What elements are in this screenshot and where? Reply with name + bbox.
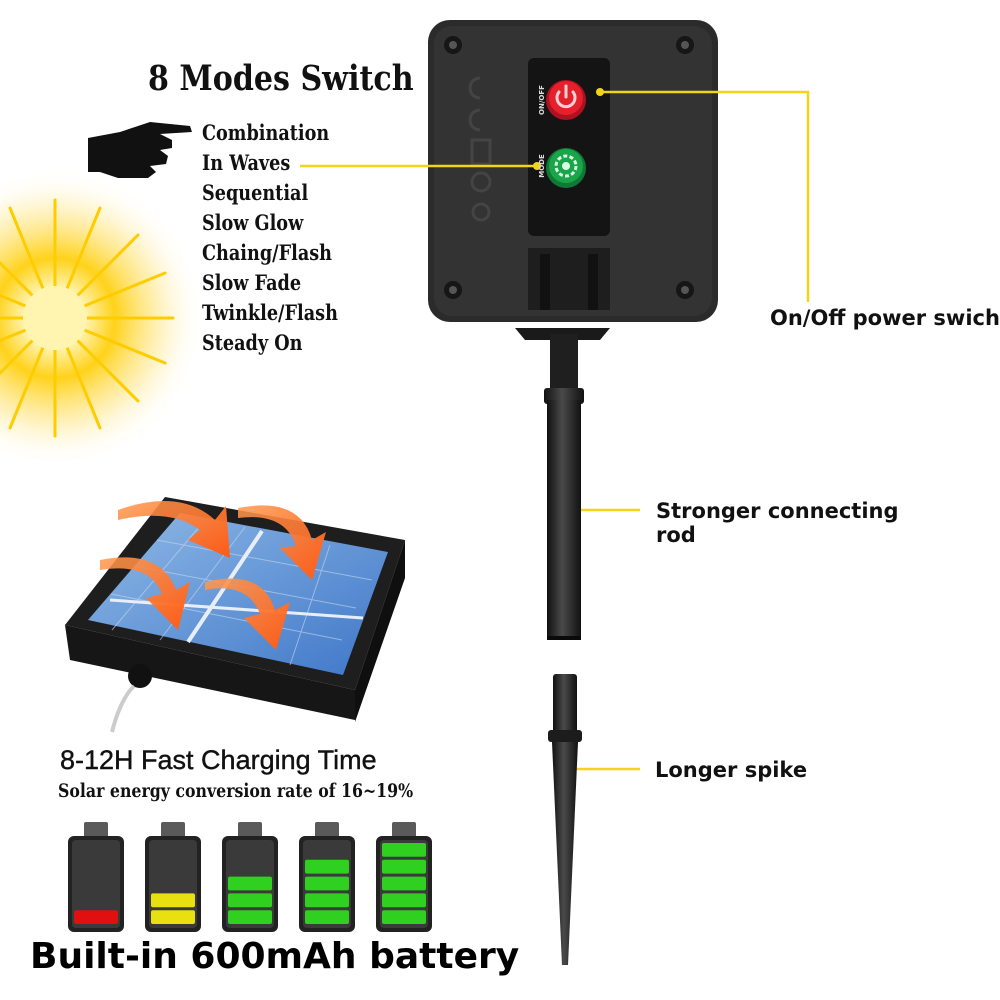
mode-item: Slow Glow [202, 210, 304, 235]
conversion-rate-text: Solar energy conversion rate of 16~19% [58, 780, 414, 802]
sunlight-arrows [100, 501, 326, 650]
solar-panel-icon [65, 497, 405, 733]
spike-callout: Longer spike [655, 758, 808, 782]
gear-icon [554, 154, 578, 178]
pointing-hand-icon [88, 122, 192, 178]
mode-item: Slow Fade [202, 270, 302, 295]
mode-item: Chaing/Flash [202, 240, 333, 265]
fcc-mark-icon [470, 138, 492, 222]
battery-icon [145, 822, 201, 932]
battery-caption: Built-in 600mAh battery [30, 936, 520, 977]
mode-item: In Waves [202, 150, 291, 175]
battery-icon [222, 822, 278, 932]
ce-mark-icon [468, 76, 481, 132]
battery-icon [376, 822, 432, 932]
leader-lines [300, 90, 810, 771]
mode-button[interactable] [546, 148, 586, 188]
battery-levels [68, 822, 432, 932]
mode-item: Sequential [202, 180, 309, 205]
onoff-label: ON/OFF [538, 85, 546, 115]
battery-icon [68, 822, 124, 932]
mode-list: Combination In Waves Sequential Slow Glo… [202, 118, 364, 358]
connecting-rod [515, 328, 610, 640]
mode-item: Steady On [202, 330, 303, 355]
mode-label: MODE [538, 154, 546, 178]
rod-callout: Stronger connecting rod [656, 499, 899, 547]
sun-icon [0, 168, 205, 468]
charging-time-title: 8-12H Fast Charging Time [60, 745, 377, 775]
mode-item: Twinkle/Flash [202, 300, 338, 325]
modes-title: 8 Modes Switch [148, 58, 414, 99]
power-switch-callout: On/Off power swich [770, 306, 1000, 330]
mode-item: Combination [202, 120, 330, 145]
rod-callout-line2: rod [656, 523, 696, 547]
power-button[interactable] [546, 80, 586, 120]
battery-icon [299, 822, 355, 932]
ground-spike [548, 674, 582, 965]
power-icon [555, 84, 577, 109]
rod-callout-line1: Stronger connecting [656, 499, 899, 523]
